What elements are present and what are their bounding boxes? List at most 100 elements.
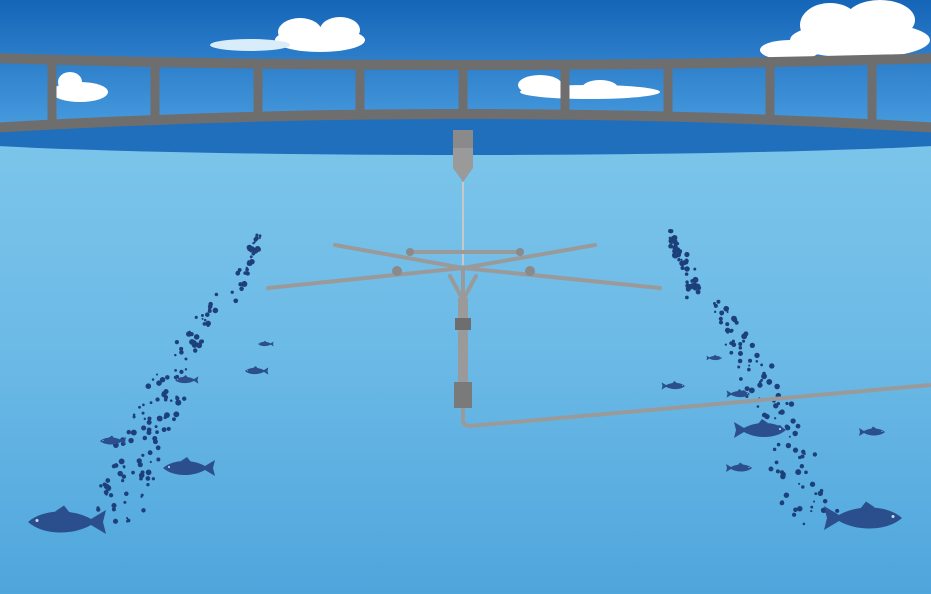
- feed-pellet-icon: [132, 415, 136, 419]
- feed-pellet-icon: [713, 303, 718, 308]
- feed-pellet-icon: [754, 352, 760, 359]
- feed-pellet-icon: [679, 249, 683, 253]
- feed-pellet-icon: [145, 383, 152, 389]
- feed-pellet-icon: [766, 379, 773, 385]
- feed-pellet-icon: [174, 340, 179, 345]
- feed-pellet-icon: [163, 415, 167, 420]
- feed-pellet-icon: [801, 485, 805, 489]
- feed-pellet-icon: [141, 425, 147, 431]
- feed-pellet-icon: [125, 516, 129, 520]
- feed-pellet-icon: [790, 418, 796, 424]
- feed-pellet-icon: [748, 358, 753, 363]
- feed-pellet-icon: [203, 318, 207, 322]
- feed-pellet-icon: [760, 363, 764, 367]
- feed-pellet-icon: [772, 447, 777, 452]
- feed-pellet-icon: [696, 285, 702, 291]
- feed-pellet-icon: [692, 276, 699, 283]
- feed-pellet-icon: [668, 243, 674, 249]
- feed-pellet-icon: [169, 399, 173, 402]
- feed-pellet-icon: [774, 383, 780, 390]
- feed-pellet-icon: [126, 518, 131, 523]
- feed-pellet-icon: [712, 301, 716, 305]
- feed-pellet-icon: [175, 395, 179, 399]
- feed-pellet-icon: [145, 469, 152, 476]
- feed-pellet-icon: [233, 298, 239, 304]
- feed-pellet-icon: [249, 255, 253, 259]
- feed-pellet-icon: [205, 312, 210, 317]
- feed-pellet-icon: [194, 315, 198, 319]
- feed-pellet-icon: [161, 427, 167, 433]
- feed-pellet-icon: [718, 316, 723, 321]
- feed-pellet-icon: [146, 419, 152, 425]
- feed-pellet-icon: [214, 292, 219, 297]
- feed-pellet-icon: [156, 457, 161, 462]
- feed-pellet-icon: [179, 350, 184, 355]
- feed-pellet-icon: [684, 272, 689, 276]
- feed-pellet-icon: [738, 341, 743, 346]
- feed-pellet-icon: [121, 474, 127, 479]
- feed-pellet-icon: [111, 502, 117, 509]
- feed-pellet-icon: [138, 405, 141, 409]
- feed-pellet-icon: [155, 373, 159, 376]
- feed-pellet-icon: [96, 506, 100, 510]
- feed-pellet-icon: [768, 466, 774, 472]
- feed-pellet-icon: [193, 348, 198, 353]
- feed-pellet-icon: [205, 320, 211, 327]
- feed-pellet-icon: [773, 403, 779, 409]
- feed-pellet-icon: [785, 425, 791, 431]
- feed-pellet-icon: [155, 445, 161, 451]
- feed-pellet-icon: [814, 492, 818, 496]
- feed-pellet-icon: [775, 469, 780, 474]
- feed-pellet-icon: [258, 234, 262, 238]
- feed-pellet-icon: [243, 271, 248, 275]
- feed-pellet-icon: [748, 364, 751, 367]
- feed-pellet-icon: [798, 482, 801, 485]
- feed-pellet-icon: [810, 510, 813, 513]
- feed-pellet-icon: [729, 341, 733, 346]
- feed-pellet-icon: [679, 260, 686, 267]
- feed-pellet-icon: [239, 286, 244, 292]
- feed-pellet-icon: [744, 386, 750, 392]
- feed-pellet-icon: [802, 522, 806, 526]
- feed-pellet-icon: [143, 417, 146, 421]
- feed-pellet-icon: [747, 367, 751, 372]
- feed-pellet-icon: [159, 376, 166, 383]
- feed-pellet-icon: [99, 484, 103, 488]
- feed-pellet-icon: [809, 481, 816, 487]
- feed-pellet-icon: [776, 442, 781, 447]
- feed-pellet-icon: [179, 346, 184, 351]
- feed-pellet-icon: [147, 450, 153, 456]
- feed-pellet-icon: [779, 409, 785, 415]
- feed-pellet-icon: [123, 500, 127, 504]
- feed-pellet-icon: [812, 452, 818, 457]
- feed-pellet-icon: [684, 251, 690, 258]
- feed-pellet-icon: [756, 405, 760, 408]
- feed-pellet-icon: [795, 423, 801, 429]
- feed-pellet-icon: [737, 351, 743, 357]
- feed-pellet-icon: [154, 425, 158, 429]
- feed-pellet-icon: [251, 251, 256, 256]
- feed-pellet-icon: [174, 369, 177, 372]
- feed-pellet-icon: [145, 476, 151, 481]
- feed-pellet-icon: [147, 416, 152, 421]
- cloud-icon: [210, 17, 365, 52]
- feed-pellet-icon: [212, 307, 219, 314]
- feed-pellet-icon: [132, 413, 136, 417]
- feed-pellet-icon: [739, 377, 743, 381]
- feed-pellet-icon: [797, 505, 803, 512]
- feed-pellet-icon: [193, 334, 200, 340]
- feed-pellet-icon: [793, 507, 798, 512]
- feed-pellet-icon: [677, 258, 681, 262]
- feed-pellet-icon: [128, 437, 134, 444]
- feed-pellet-icon: [725, 329, 729, 332]
- feed-pellet-icon: [142, 435, 148, 441]
- feed-pellet-icon: [249, 258, 255, 265]
- feed-pellet-icon: [684, 266, 690, 272]
- feed-pellet-icon: [136, 458, 142, 464]
- feed-pellet-icon: [184, 368, 188, 371]
- feed-pellet-icon: [151, 477, 155, 481]
- feed-pellet-icon: [760, 378, 764, 382]
- feed-pellet-icon: [690, 279, 694, 283]
- feed-pellet-icon: [200, 313, 204, 317]
- feed-pellet-icon: [671, 252, 678, 259]
